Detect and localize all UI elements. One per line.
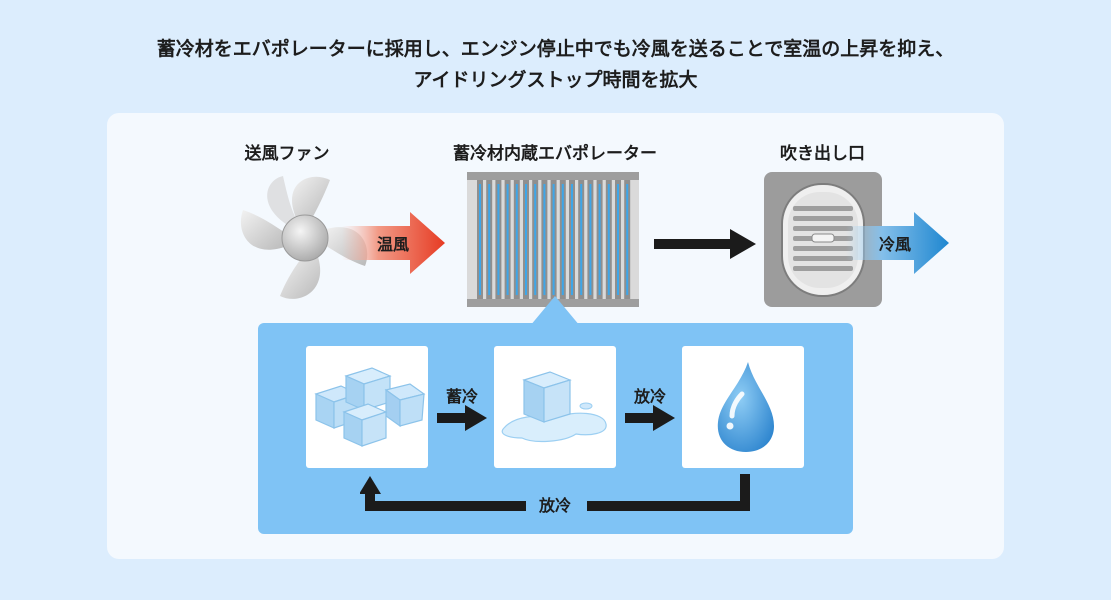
store-label: 蓄冷	[445, 387, 478, 406]
evaporator-coolant	[525, 184, 527, 295]
warm-air-arrow	[342, 212, 445, 274]
outlet-label: 吹き出し口	[780, 144, 865, 164]
headline-line-2: アイドリングストップ時間を拡大	[413, 69, 698, 91]
evaporator-coolant	[617, 184, 619, 295]
evaporator-coolant	[515, 184, 518, 295]
fan-label: 送風ファン	[244, 144, 330, 164]
evaporator-coolant	[543, 184, 546, 295]
headline: 蓄冷材をエバポレーターに採用し、エンジン停止中でも冷風を送ることで室温の上昇を抑…	[0, 34, 1111, 96]
evaporator-coolant	[561, 184, 564, 295]
ice-card	[306, 346, 428, 468]
evaporator-coolant	[488, 184, 491, 295]
evaporator-coolant	[497, 184, 500, 295]
evaporator-coolant	[506, 184, 509, 295]
cool-air-arrow	[846, 212, 949, 274]
flow-arrow	[654, 229, 756, 259]
evaporator-coolant	[598, 184, 601, 295]
headline-line-1: 蓄冷材をエバポレーターに採用し、エンジン停止中でも冷風を送ることで室温の上昇を抑…	[156, 38, 955, 60]
melting-card	[494, 346, 616, 468]
evaporator-coolant	[607, 184, 610, 295]
water-drop-icon	[717, 362, 774, 452]
evaporator-coolant	[534, 184, 537, 295]
evaporator-coolant	[580, 184, 583, 295]
water-card	[682, 346, 804, 468]
cool-air-label: 冷風	[878, 235, 911, 254]
evaporator-icon	[467, 172, 639, 307]
outlet-icon	[764, 172, 882, 307]
evaporator-coolant	[626, 184, 629, 295]
return-arrow	[360, 474, 750, 511]
evaporator-label: 蓄冷材内蔵エバポレーター	[453, 144, 657, 164]
callout-pointer	[530, 296, 580, 326]
return-label: 放冷	[538, 496, 571, 515]
ice-cubes-icon	[314, 367, 426, 447]
evaporator-coolant	[571, 184, 573, 295]
melting-ice-icon	[501, 371, 607, 443]
evaporator-coolant	[552, 184, 555, 295]
release-arrow	[625, 405, 675, 431]
evaporator-coolant	[479, 184, 481, 295]
evaporator-coolant	[589, 184, 592, 295]
warm-air-label: 温風	[376, 235, 409, 254]
release-label: 放冷	[633, 387, 666, 406]
store-arrow	[437, 405, 487, 431]
